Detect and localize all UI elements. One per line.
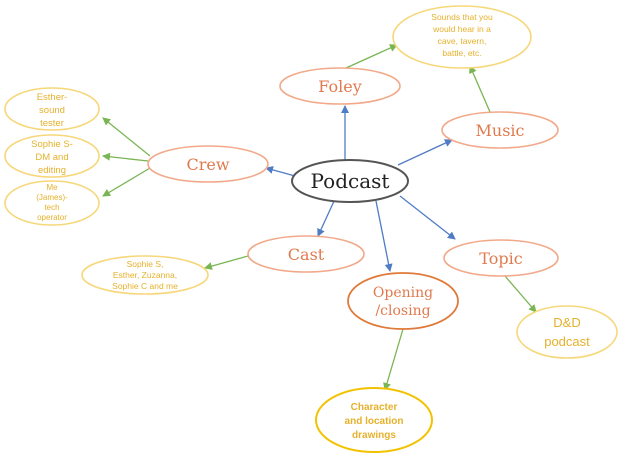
center-node: Podcast [291, 159, 409, 203]
topic-node: Topic [443, 239, 559, 277]
drawings-node: Character and location drawings [315, 387, 433, 453]
arrow-music-to-sounds [469, 65, 491, 113]
arrow-crew-to-esther [102, 117, 151, 157]
me-james-line1: Me [46, 183, 58, 192]
center-label: Podcast [311, 169, 390, 193]
sounds-node: Sounds that you would hear in a cave, ta… [392, 5, 532, 69]
arrow-cast-to-members [204, 255, 249, 270]
dnd-podcast-node: D&D podcast [516, 305, 618, 359]
music-node: Music [441, 111, 559, 149]
opening-label-line1: Opening [373, 285, 433, 301]
foley-label: Foley [318, 77, 361, 96]
sounds-line2: would hear in a [432, 24, 491, 34]
arrow-crew-to-sophie [102, 152, 149, 162]
me-james-line3: tech [44, 203, 59, 212]
opening-closing-node: Opening /closing [347, 272, 459, 330]
me-james-line2: (James)- [36, 193, 68, 202]
primary-arrows [265, 105, 456, 272]
cast-members-node: Sophie S, Esther, Zuzanna, Sophie C and … [81, 255, 209, 295]
opening-label-line2: /closing [375, 303, 430, 319]
arrow-to-music [397, 139, 453, 166]
crew-node: Crew [147, 145, 269, 183]
foley-node: Foley [279, 67, 401, 105]
cast-members-line2: Esther, Zuzanna, [113, 270, 177, 280]
arrow-to-opening [375, 200, 393, 272]
esther-line1: Esther- [37, 92, 68, 103]
esther-node: Esther- sound tester [4, 87, 100, 131]
music-label: Music [476, 121, 525, 140]
topic-label: Topic [479, 249, 522, 268]
me-james-line4: operator [37, 213, 67, 222]
sophie-dm-line3: editing [38, 165, 66, 176]
crew-label: Crew [186, 155, 229, 174]
drawings-line1: Character [351, 402, 398, 413]
sophie-s-dm-node: Sophie S- DM and editing [4, 134, 100, 178]
sophie-dm-line2: DM and [35, 152, 68, 163]
arrow-to-cast [317, 198, 336, 237]
cast-node: Cast [247, 235, 365, 273]
arrow-topic-to-dnd [504, 275, 537, 313]
dnd-line2: podcast [544, 334, 590, 349]
sounds-line4: battle, etc. [442, 48, 481, 58]
drawings-line3: drawings [352, 430, 396, 441]
esther-line3: tester [40, 118, 64, 129]
drawings-line2: and location [345, 416, 404, 427]
cast-members-line3: Sophie C and me [112, 281, 178, 291]
me-james-node: Me (James)- tech operator [4, 180, 100, 226]
arrow-foley-to-sounds [345, 44, 398, 69]
sounds-line1: Sounds that you [431, 12, 493, 22]
arrow-opening-to-drawings [383, 328, 404, 391]
arrow-to-topic [399, 195, 456, 240]
arrow-to-crew [265, 166, 296, 177]
sophie-dm-line1: Sophie S- [31, 139, 73, 150]
cast-label: Cast [288, 245, 325, 264]
cast-members-line1: Sophie S, [127, 259, 164, 269]
arrow-crew-to-me [102, 167, 151, 197]
esther-line2: sound [39, 105, 65, 116]
secondary-arrows [102, 44, 537, 391]
sounds-line3: cave, tavern, [438, 36, 487, 46]
dnd-line1: D&D [553, 315, 580, 330]
